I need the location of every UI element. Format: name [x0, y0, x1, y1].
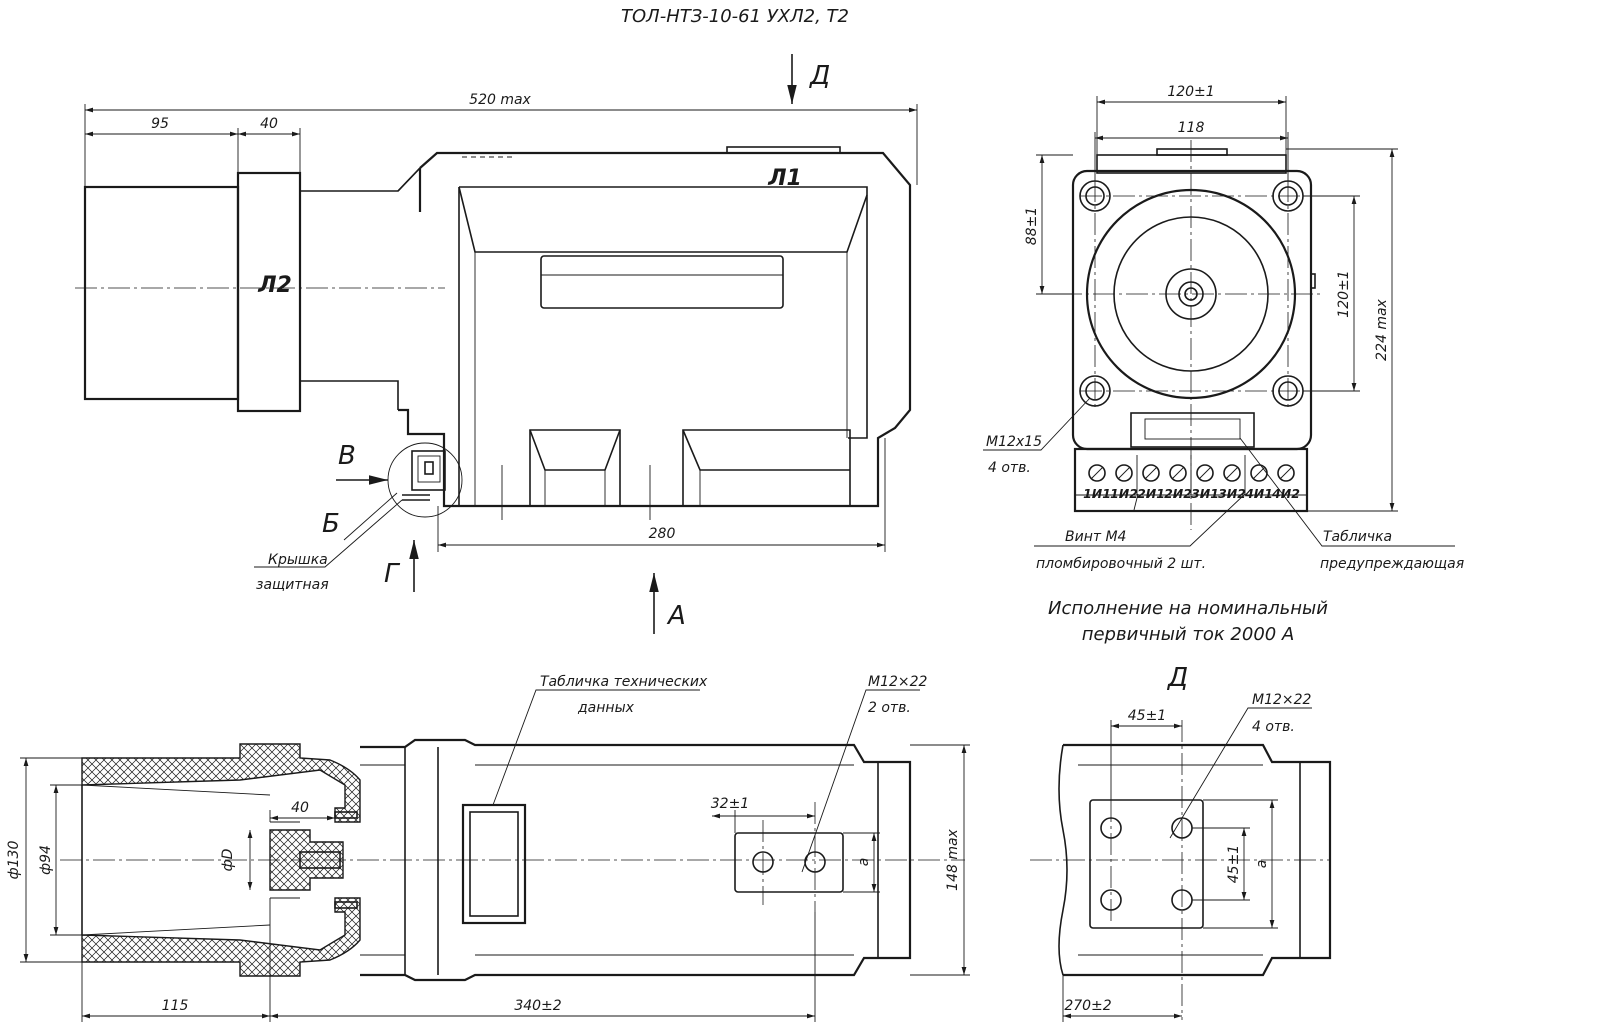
dim-88: 88±1 [1024, 207, 1040, 245]
front-view: Л1 Л2 520 max 95 40 280 Д А В Г Б Крышка… [75, 54, 918, 634]
terminal-label: 4И1 [1244, 486, 1273, 501]
terminal-label: 1И1 [1083, 486, 1111, 501]
terminal-screw-slot [1171, 466, 1185, 480]
screw-label-2: пломбировочный 2 шт. [1036, 556, 1206, 572]
plate-label-1: Табличка [1323, 529, 1392, 545]
dim-95: 95 [151, 116, 169, 132]
screw-label-1: Винт М4 [1065, 529, 1126, 545]
terminal-label: 2И2 [1164, 486, 1192, 501]
terminal-screw-slot [1225, 466, 1239, 480]
dim-120-top: 120±1 [1167, 84, 1214, 100]
terminal-screw [1223, 464, 1241, 482]
terminal-label: 2И1 [1137, 486, 1165, 501]
terminal-screw-slot [1117, 466, 1131, 480]
terminal-screw [1277, 464, 1295, 482]
view-b-label: Б [322, 509, 340, 539]
dim-45-top: 45±1 [1128, 708, 1166, 724]
dim-45-side: 45±1 [1226, 845, 1242, 883]
m12x15-label: М12х15 [986, 434, 1042, 450]
dim-120-side: 120±1 [1336, 270, 1352, 317]
label-l1: Л1 [767, 166, 802, 191]
view-g-label: Г [384, 559, 401, 589]
terminal-label: 4И2 [1271, 486, 1300, 501]
variant-label-2: первичный ток 2000 А [1082, 624, 1295, 645]
terminal-screw [1115, 464, 1133, 482]
terminal-screw [1088, 464, 1106, 482]
dim-520: 520 max [469, 92, 531, 108]
terminal-label: 3И2 [1218, 486, 1246, 501]
dim-94: ф94 [38, 845, 54, 875]
view-a-label: А [666, 601, 686, 631]
variant-label-1: Исполнение на номинальный [1048, 598, 1328, 619]
m12x22-right-label: М12×22 [1252, 692, 1312, 708]
dim-224: 224 max [1374, 298, 1390, 360]
plan-view: ф130 ф94 40 фD 32±1 a 148 max 115 340±2 … [6, 674, 970, 1022]
view-d-bottom-label: Д [1167, 663, 1188, 693]
dim-118: 118 [1178, 120, 1205, 136]
plate-label-2: предупреждающая [1320, 556, 1464, 572]
dim-40-bottom: 40 [291, 800, 309, 816]
dim-a-left: a [856, 858, 872, 867]
terminal-screw-slot [1198, 466, 1212, 480]
terminal-label: 1И2 [1110, 486, 1138, 501]
dim-115: 115 [162, 998, 189, 1014]
dim-40-top: 40 [260, 116, 278, 132]
dim-280: 280 [649, 526, 676, 542]
terminal-screw [1142, 464, 1160, 482]
terminal-screw [1196, 464, 1214, 482]
terminal-label: 3И1 [1191, 486, 1219, 501]
terminal-screw-slot [1090, 466, 1104, 480]
m12x22-left-label: М12×22 [868, 674, 928, 690]
tech-plate-label-1: Табличка технических [540, 674, 708, 690]
cover-label-1: Крышка [268, 552, 328, 568]
dim-130: ф130 [6, 841, 22, 880]
dim-340: 340±2 [514, 998, 561, 1014]
dim-148: 148 max [945, 828, 961, 890]
view-v-label: В [338, 441, 356, 471]
dim-a-right: a [1254, 860, 1270, 869]
dim-32: 32±1 [711, 796, 749, 812]
label-l2: Л2 [257, 273, 292, 298]
terminal-screw-slot [1279, 466, 1293, 480]
terminal-screw-slot [1144, 466, 1158, 480]
m12x15-count: 4 отв. [988, 460, 1031, 476]
m12x22-right-count: 4 отв. [1252, 719, 1295, 735]
m12x22-left-count: 2 отв. [868, 700, 911, 716]
tech-plate-label-2: данных [577, 700, 635, 716]
dim-D: фD [220, 848, 236, 871]
drawing-title: ТОЛ-НТЗ-10-61 УХЛ2, Т2 [621, 6, 849, 27]
dim-270: 270±2 [1064, 998, 1111, 1014]
view-d-label: Д [809, 61, 830, 91]
cover-label-2: защитная [256, 577, 329, 593]
terminal-screw [1169, 464, 1187, 482]
view-d-detail: Исполнение на номинальный первичный ток … [1030, 598, 1332, 1022]
